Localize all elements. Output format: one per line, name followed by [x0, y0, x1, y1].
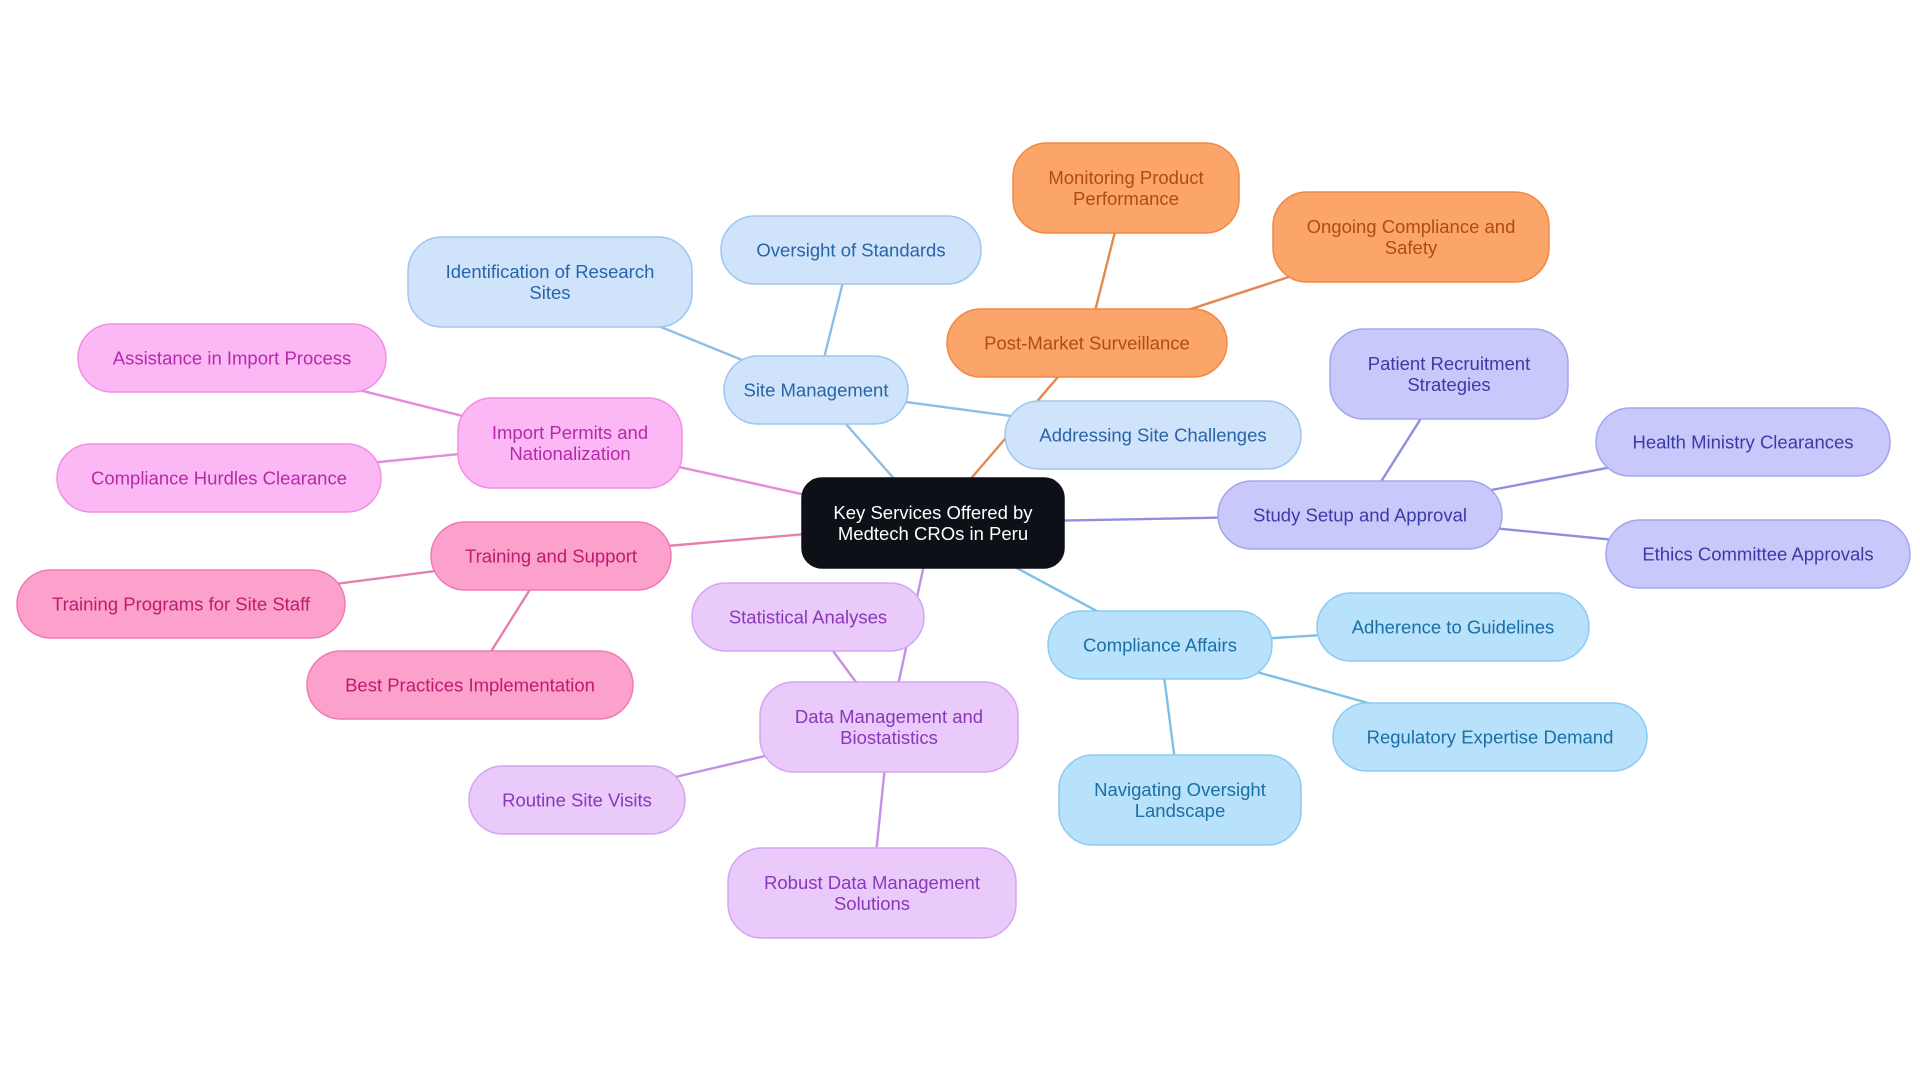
node-addressing-site-challenges-box: [1004, 400, 1302, 470]
node-patient-recruitment-strategies-label: Patient Recruitment: [1368, 353, 1530, 374]
node-training-support-label: Training and Support: [465, 546, 637, 567]
node-compliance-hurdles-clearance-label: Compliance Hurdles Clearance: [91, 468, 347, 489]
node-ethics-committee-approvals-label: Ethics Committee Approvals: [1642, 544, 1873, 565]
node-health-ministry-clearances[interactable]: Health Ministry Clearances: [1595, 407, 1891, 477]
node-health-ministry-clearances-box: [1595, 407, 1891, 477]
node-post-market-surveillance-label: Post-Market Surveillance: [984, 333, 1190, 354]
node-best-practices-implementation-label: Best Practices Implementation: [345, 675, 595, 696]
node-routine-site-visits[interactable]: Routine Site Visits: [468, 765, 686, 835]
node-routine-site-visits-box: [468, 765, 686, 835]
central-topic-node-label: Medtech CROs in Peru: [838, 523, 1028, 544]
node-navigating-oversight-landscape-label: Landscape: [1135, 800, 1226, 821]
node-adherence-guidelines-box: [1316, 592, 1590, 662]
node-patient-recruitment-strategies-box: [1329, 328, 1569, 420]
node-robust-data-management-solutions-label: Solutions: [834, 893, 910, 914]
node-monitoring-product-performance-label: Monitoring Product: [1048, 167, 1203, 188]
node-regulatory-expertise-demand[interactable]: Regulatory Expertise Demand: [1332, 702, 1648, 772]
node-training-programs-site-staff-label: Training Programs for Site Staff: [52, 594, 311, 615]
node-compliance-affairs[interactable]: Compliance Affairs: [1047, 610, 1273, 680]
node-post-market-surveillance-box: [946, 308, 1228, 378]
node-monitoring-product-performance-box: [1012, 142, 1240, 234]
node-oversight-standards-box: [720, 215, 982, 285]
node-assistance-import-process-box: [77, 323, 387, 393]
node-adherence-guidelines-label: Adherence to Guidelines: [1352, 617, 1555, 638]
node-training-support[interactable]: Training and Support: [430, 521, 672, 591]
node-import-permits-nationalization-box: [457, 397, 683, 489]
node-import-permits-nationalization-label: Nationalization: [509, 443, 630, 464]
node-oversight-standards-label: Oversight of Standards: [756, 240, 945, 261]
node-adherence-guidelines[interactable]: Adherence to Guidelines: [1316, 592, 1590, 662]
node-identification-research-sites-box: [407, 236, 693, 328]
node-ongoing-compliance-safety-box: [1272, 191, 1550, 283]
node-regulatory-expertise-demand-label: Regulatory Expertise Demand: [1367, 727, 1614, 748]
node-ongoing-compliance-safety-label: Ongoing Compliance and: [1307, 216, 1516, 237]
node-addressing-site-challenges[interactable]: Addressing Site Challenges: [1004, 400, 1302, 470]
node-ethics-committee-approvals[interactable]: Ethics Committee Approvals: [1605, 519, 1911, 589]
node-navigating-oversight-landscape-box: [1058, 754, 1302, 846]
node-identification-research-sites-label: Identification of Research: [446, 261, 655, 282]
node-site-management[interactable]: Site Management: [723, 355, 909, 425]
node-compliance-hurdles-clearance-box: [56, 443, 382, 513]
node-regulatory-expertise-demand-box: [1332, 702, 1648, 772]
node-training-support-box: [430, 521, 672, 591]
node-monitoring-product-performance-label: Performance: [1073, 188, 1179, 209]
central-topic-node-box: [801, 477, 1065, 569]
node-ethics-committee-approvals-box: [1605, 519, 1911, 589]
central-topic-node-label: Key Services Offered by: [833, 502, 1033, 523]
node-assistance-import-process-label: Assistance in Import Process: [113, 348, 352, 369]
node-robust-data-management-solutions-label: Robust Data Management: [764, 872, 980, 893]
node-statistical-analyses-label: Statistical Analyses: [729, 607, 887, 628]
node-addressing-site-challenges-label: Addressing Site Challenges: [1039, 425, 1266, 446]
node-data-management-biostatistics-label: Data Management and: [795, 706, 983, 727]
node-patient-recruitment-strategies-label: Strategies: [1407, 374, 1490, 395]
node-study-setup-approval[interactable]: Study Setup and Approval: [1217, 480, 1503, 550]
node-oversight-standards[interactable]: Oversight of Standards: [720, 215, 982, 285]
node-training-programs-site-staff[interactable]: Training Programs for Site Staff: [16, 569, 346, 639]
node-site-management-label: Site Management: [743, 380, 888, 401]
node-data-management-biostatistics-label: Biostatistics: [840, 727, 938, 748]
node-ongoing-compliance-safety-label: Safety: [1385, 237, 1438, 258]
node-robust-data-management-solutions-box: [727, 847, 1017, 939]
node-compliance-affairs-box: [1047, 610, 1273, 680]
node-post-market-surveillance[interactable]: Post-Market Surveillance: [946, 308, 1228, 378]
node-routine-site-visits-label: Routine Site Visits: [502, 790, 652, 811]
node-compliance-hurdles-clearance[interactable]: Compliance Hurdles Clearance: [56, 443, 382, 513]
node-statistical-analyses-box: [691, 582, 925, 652]
node-health-ministry-clearances-label: Health Ministry Clearances: [1632, 432, 1853, 453]
node-import-permits-nationalization-label: Import Permits and: [492, 422, 648, 443]
node-statistical-analyses[interactable]: Statistical Analyses: [691, 582, 925, 652]
node-training-programs-site-staff-box: [16, 569, 346, 639]
node-data-management-biostatistics-box: [759, 681, 1019, 773]
node-site-management-box: [723, 355, 909, 425]
node-study-setup-approval-label: Study Setup and Approval: [1253, 505, 1467, 526]
node-best-practices-implementation-box: [306, 650, 634, 720]
node-navigating-oversight-landscape-label: Navigating Oversight: [1094, 779, 1266, 800]
node-assistance-import-process[interactable]: Assistance in Import Process: [77, 323, 387, 393]
node-best-practices-implementation[interactable]: Best Practices Implementation: [306, 650, 634, 720]
node-identification-research-sites-label: Sites: [529, 282, 570, 303]
node-compliance-affairs-label: Compliance Affairs: [1083, 635, 1237, 656]
node-study-setup-approval-box: [1217, 480, 1503, 550]
